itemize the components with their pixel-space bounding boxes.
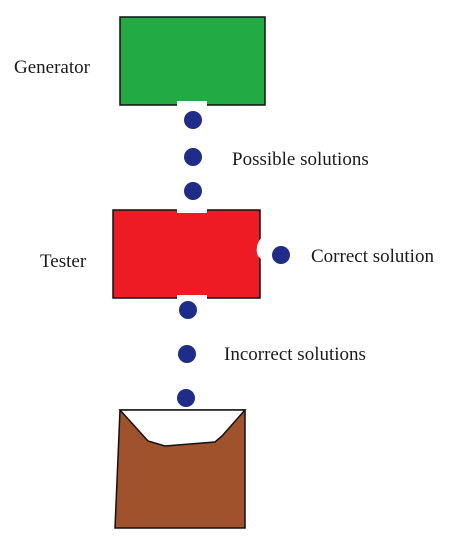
flow-dot-possible-3	[184, 182, 202, 200]
flow-dot-incorrect-3	[177, 389, 195, 407]
generator-label: Generator	[14, 57, 90, 78]
flow-dot-possible-1	[184, 111, 202, 129]
tester-box	[112, 209, 261, 299]
flow-dot-possible-2	[184, 148, 202, 166]
flow-dot-incorrect-2	[178, 345, 196, 363]
bin-opening	[118, 409, 247, 447]
tester-label: Tester	[40, 251, 87, 272]
tester-notch-bottom	[177, 295, 207, 301]
incorrect-solutions-label: Incorrect solutions	[224, 344, 366, 365]
flow-dot-incorrect-1	[179, 301, 197, 319]
correct-solution-label: Correct solution	[311, 246, 434, 267]
tester-notch-right	[256, 237, 262, 260]
possible-solutions-label: Possible solutions	[232, 149, 369, 170]
generator-notch	[177, 101, 207, 107]
tester-notch-top	[177, 207, 207, 213]
flow-dot-correct	[272, 246, 290, 264]
generator-box	[119, 16, 266, 106]
